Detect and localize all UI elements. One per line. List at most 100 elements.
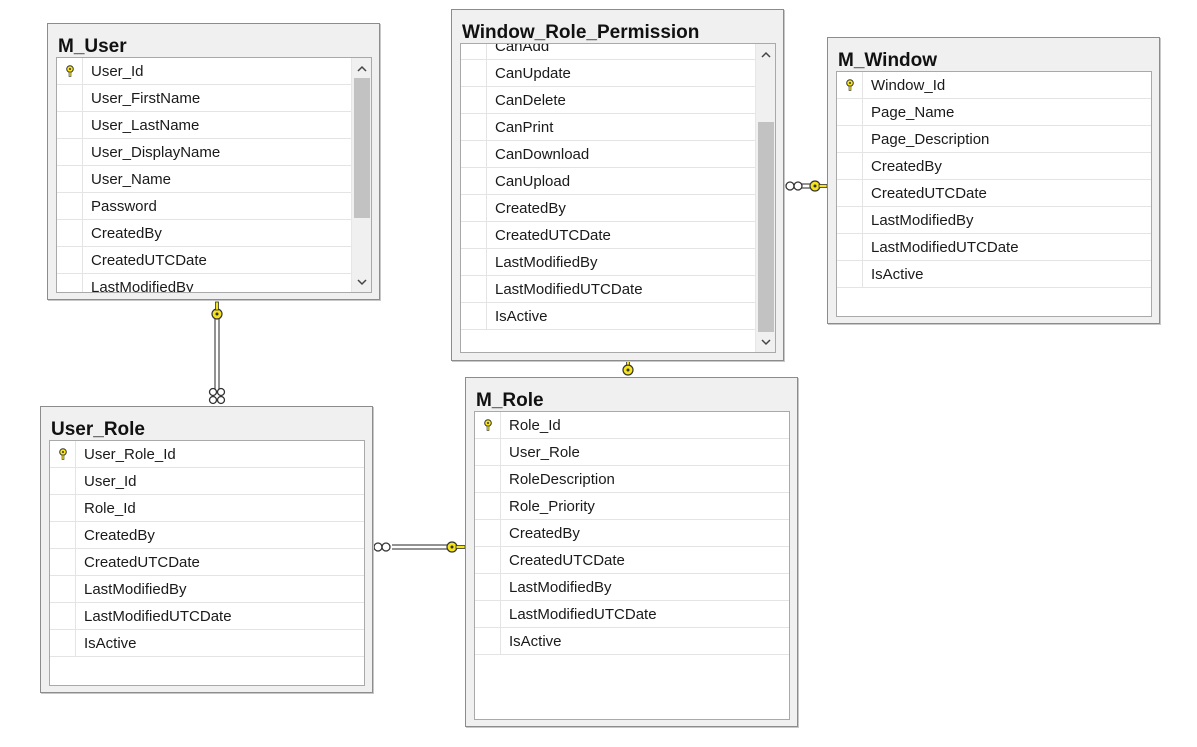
row-header [475, 520, 501, 546]
column-name: Role_Priority [509, 497, 595, 515]
column-name: CreatedUTCDate [84, 553, 200, 571]
column-name: CanUpload [495, 172, 571, 190]
column-row[interactable]: LastModifiedBy [461, 249, 775, 276]
column-row[interactable]: User_Id [57, 58, 371, 85]
column-row[interactable]: User_Role [475, 439, 789, 466]
column-name: LastModifiedBy [495, 253, 598, 271]
row-header [461, 195, 487, 221]
table-title: M_Window [838, 50, 938, 71]
column-row[interactable]: CreatedBy [837, 153, 1151, 180]
scroll-down-icon[interactable] [756, 333, 775, 351]
vertical-scrollbar[interactable] [351, 58, 371, 292]
column-row[interactable]: LastModifiedBy [475, 574, 789, 601]
column-row[interactable]: User_FirstName [57, 85, 371, 112]
column-row[interactable]: CreatedBy [475, 520, 789, 547]
column-name: User_Id [84, 472, 137, 490]
column-row[interactable]: CanDownload [461, 141, 775, 168]
column-name: CreatedUTCDate [871, 184, 987, 202]
row-header [837, 180, 863, 206]
column-row[interactable]: User_Role_Id [50, 441, 364, 468]
column-row[interactable]: IsActive [475, 628, 789, 655]
column-row[interactable]: CanDelete [461, 87, 775, 114]
relationship-user-to-user-role[interactable] [214, 318, 220, 390]
column-row[interactable]: Role_Id [475, 412, 789, 439]
column-row[interactable]: Window_Id [837, 72, 1151, 99]
column-row[interactable]: CreatedUTCDate [475, 547, 789, 574]
column-row[interactable]: Page_Name [837, 99, 1151, 126]
row-header [461, 44, 487, 59]
column-row[interactable]: CreatedBy [461, 195, 775, 222]
column-row[interactable]: User_Name [57, 166, 371, 193]
column-row[interactable]: User_DisplayName [57, 139, 371, 166]
scroll-down-icon[interactable] [352, 273, 371, 291]
row-header [475, 493, 501, 519]
scroll-thumb[interactable] [354, 78, 370, 218]
vertical-scrollbar[interactable] [755, 44, 775, 352]
column-name: LastModifiedUTCDate [84, 607, 232, 625]
many-end-icon [208, 387, 226, 405]
relationship-role-to-user-role[interactable] [392, 544, 448, 550]
scroll-up-icon[interactable] [756, 45, 775, 63]
column-row[interactable]: IsActive [50, 630, 364, 657]
table-title: M_Role [476, 390, 544, 411]
column-row[interactable]: CreatedBy [50, 522, 364, 549]
scroll-thumb[interactable] [758, 122, 774, 332]
column-row[interactable]: CreatedUTCDate [50, 549, 364, 576]
column-row[interactable]: LastModifiedUTCDate [475, 601, 789, 628]
column-row[interactable]: LastModifiedBy [50, 576, 364, 603]
column-name: LastModifiedBy [91, 278, 194, 293]
row-header [50, 441, 76, 467]
row-header [461, 141, 487, 167]
column-row[interactable]: User_LastName [57, 112, 371, 139]
column-name: Page_Description [871, 130, 990, 148]
row-header [475, 547, 501, 573]
column-row[interactable]: RoleDescription [475, 466, 789, 493]
column-name: LastModifiedBy [84, 580, 187, 598]
column-name: CanAdd [495, 43, 550, 55]
column-name: User_Role [509, 443, 580, 461]
column-row[interactable]: CreatedUTCDate [57, 247, 371, 274]
column-row[interactable]: LastModifiedUTCDate [50, 603, 364, 630]
column-row[interactable]: CanUpload [461, 168, 775, 195]
column-row[interactable]: CanAdd [461, 43, 775, 60]
column-row[interactable]: CreatedUTCDate [837, 180, 1151, 207]
column-row[interactable]: CreatedBy [57, 220, 371, 247]
column-row[interactable]: CanUpdate [461, 60, 775, 87]
column-name: CanUpdate [495, 64, 571, 82]
column-row[interactable]: Password [57, 193, 371, 220]
column-row[interactable]: User_Id [50, 468, 364, 495]
column-row[interactable]: CanPrint [461, 114, 775, 141]
column-name: Page_Name [871, 103, 955, 121]
column-name: IsActive [509, 632, 562, 650]
column-row[interactable]: IsActive [461, 303, 775, 330]
many-end-icon [785, 181, 803, 191]
column-row[interactable]: Page_Description [837, 126, 1151, 153]
column-row[interactable]: LastModifiedBy [57, 274, 371, 293]
row-header [837, 261, 863, 287]
row-header [461, 249, 487, 275]
column-row[interactable]: IsActive [837, 261, 1151, 288]
column-row[interactable]: LastModifiedUTCDate [461, 276, 775, 303]
column-row[interactable]: CreatedUTCDate [461, 222, 775, 249]
column-row[interactable]: Role_Id [50, 495, 364, 522]
row-header [475, 574, 501, 600]
table-title: User_Role [51, 419, 145, 440]
primary-key-icon [483, 419, 493, 431]
column-row[interactable]: Role_Priority [475, 493, 789, 520]
row-header [50, 522, 76, 548]
primary-key-icon [845, 79, 855, 91]
scroll-up-icon[interactable] [352, 59, 371, 77]
column-name: User_Id [91, 62, 144, 80]
column-row[interactable]: LastModifiedBy [837, 207, 1151, 234]
column-row[interactable]: LastModifiedUTCDate [837, 234, 1151, 261]
